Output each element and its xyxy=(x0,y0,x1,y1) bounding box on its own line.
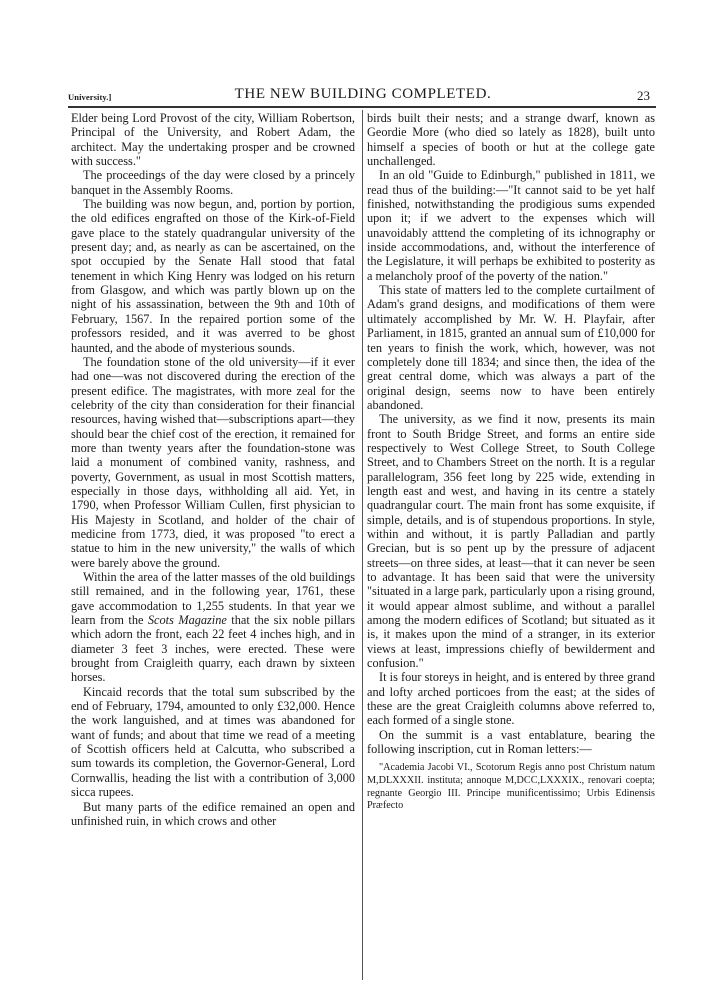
paragraph: The foundation stone of the old universi… xyxy=(71,354,355,570)
paragraph: In an old "Guide to Edinburgh," publishe… xyxy=(367,168,655,283)
header-rule xyxy=(68,106,656,108)
paragraph: The building was now begun, and, portion… xyxy=(71,197,355,355)
inscription-quote: "Academia Jacobi VI., Scotorum Regis ann… xyxy=(367,762,655,812)
paragraph: This state of matters led to the complet… xyxy=(367,283,655,412)
paragraph: Elder being Lord Provost of the city, Wi… xyxy=(71,111,355,169)
paragraph: Kincaid records that the total sum subsc… xyxy=(71,684,355,800)
right-column: birds built their nests; and a strange d… xyxy=(367,111,655,813)
paragraph: The university, as we find it now, prese… xyxy=(367,412,655,671)
paragraph: But many parts of the edifice remained a… xyxy=(71,799,355,828)
paragraph: The proceedings of the day were closed b… xyxy=(71,168,355,197)
paragraph-text: that the six noble pillars which adorn t… xyxy=(71,613,356,685)
column-divider xyxy=(362,110,363,980)
page-title: THE NEW BUILDING COMPLETED. xyxy=(234,86,492,102)
page-header: University.] THE NEW BUILDING COMPLETED.… xyxy=(68,86,658,104)
paragraph: It is four storeys in height, and is ent… xyxy=(367,670,655,728)
paragraph: On the summit is a vast entablature, bea… xyxy=(367,727,655,757)
running-head: University.] xyxy=(68,92,112,102)
left-column: Elder being Lord Provost of the city, Wi… xyxy=(71,111,355,828)
paragraph: Within the area of the latter masses of … xyxy=(71,570,355,685)
publication-title: Scots Magazine xyxy=(147,613,227,628)
page-number: 23 xyxy=(637,88,650,103)
paragraph-text: Within the area of the latter masses of … xyxy=(71,570,356,628)
paragraph: birds built their nests; and a strange d… xyxy=(367,111,655,169)
